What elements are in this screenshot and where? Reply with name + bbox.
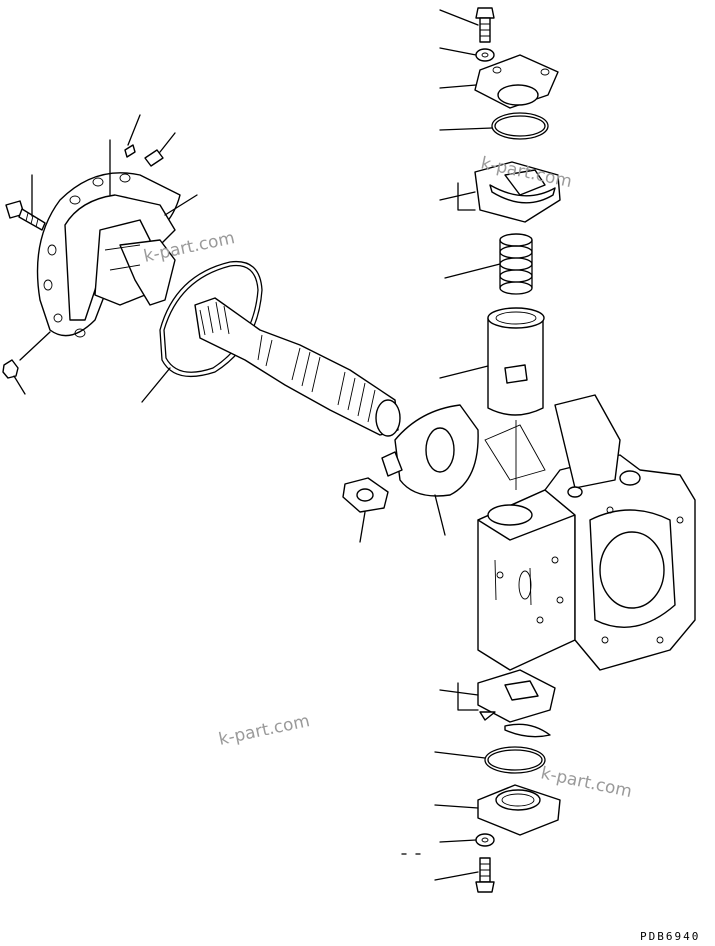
gasket-plate: [439, 669, 556, 738]
plug: [2, 331, 51, 395]
piston-sleeve: [439, 307, 545, 490]
washer: [439, 47, 495, 62]
seal: [439, 112, 549, 140]
bolt: [5, 174, 46, 231]
end-cover-plate: [439, 54, 559, 109]
bolt-bottom: [434, 857, 495, 893]
drawing-code: PDB6940: [640, 930, 700, 943]
slider-shoe: [342, 477, 389, 543]
pump-body: [477, 394, 696, 671]
watermark: k-part.com: [217, 711, 312, 750]
leader-line: [164, 194, 198, 216]
swash-plate: [381, 404, 479, 536]
washer: [401, 833, 495, 855]
dowel-pin: [144, 132, 176, 167]
flange-cover: [434, 784, 561, 836]
watermark: k-part.com: [539, 763, 634, 802]
bolt-top: [439, 7, 495, 43]
pin: [124, 114, 141, 158]
spring: [444, 233, 533, 295]
spline-shaft: [194, 297, 401, 437]
end-cover-plate: [36, 172, 181, 338]
o-ring: [434, 746, 546, 774]
o-ring: [141, 260, 263, 403]
gasket-plate: [439, 161, 561, 223]
